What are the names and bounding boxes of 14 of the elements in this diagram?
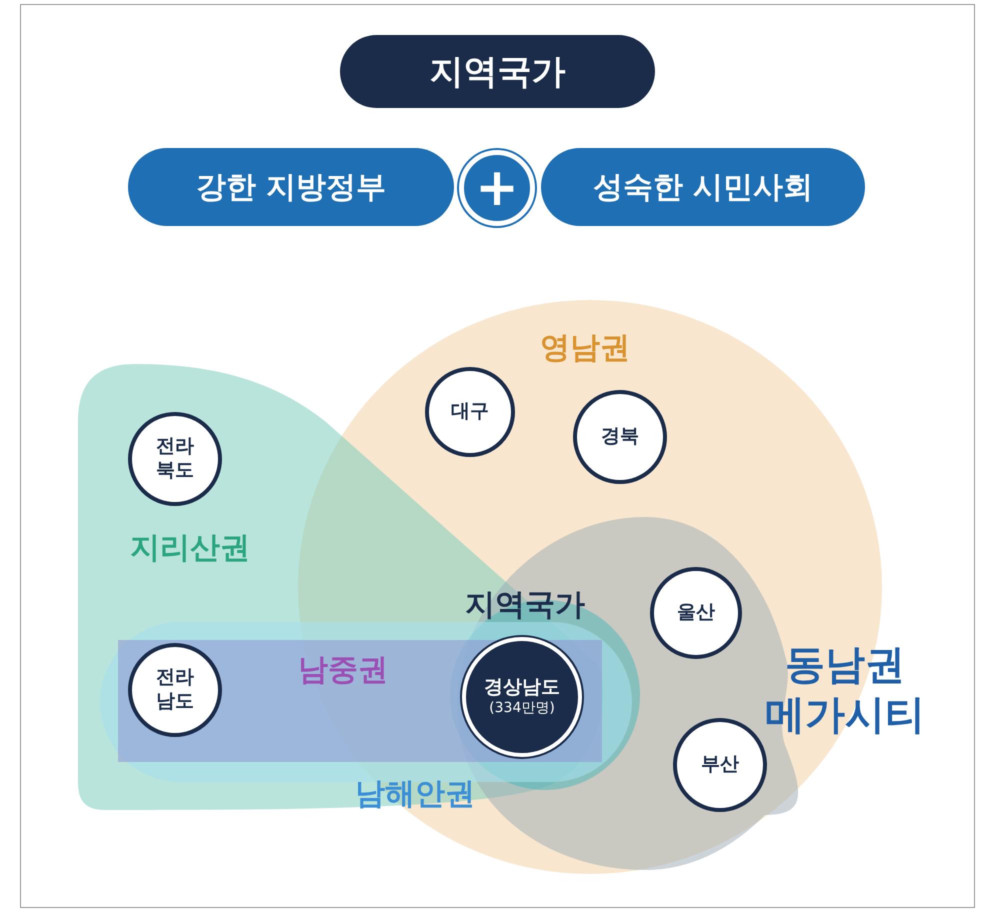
city-circle: 경북 xyxy=(573,390,667,484)
region-label: 남중권 xyxy=(298,652,388,690)
region-label: 영남권 xyxy=(540,330,630,368)
plus-sign: + xyxy=(459,150,535,226)
region-label: 동남권 메가시티 xyxy=(764,641,926,740)
title-pill: 지역국가 xyxy=(340,35,655,108)
city-circle: 대구 xyxy=(425,367,515,457)
title-pill: 성숙한 시민사회 xyxy=(541,148,865,226)
city-circle: 경상남도 (334만명) xyxy=(462,637,582,757)
region-label: 남해안권 xyxy=(355,776,475,814)
title-pill: 강한 지방정부 xyxy=(128,148,454,226)
region-label: 지리산권 xyxy=(130,530,250,568)
region-label: 지역국가 xyxy=(465,586,585,624)
city-circle: 전라 북도 xyxy=(128,412,222,506)
